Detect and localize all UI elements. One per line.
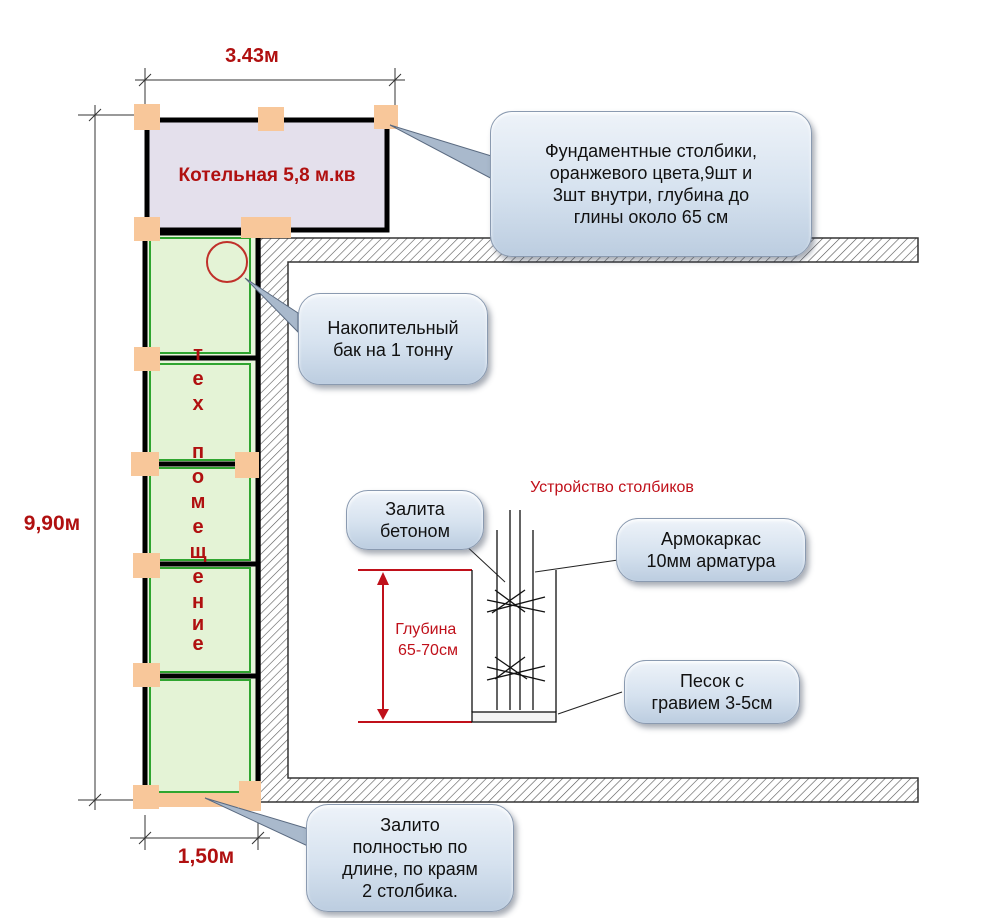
depth-label-line1: Глубина	[395, 621, 456, 638]
depth-label-line2: 65-70см	[398, 642, 458, 659]
tech-room-letter: х	[192, 393, 203, 415]
callout-filled-text: Залито полностью по длине, по краям 2 ст…	[342, 815, 478, 901]
callout-tank-text: Накопительный бак на 1 тонну	[327, 318, 459, 360]
pillar	[133, 785, 159, 809]
tech-room-letter: о	[192, 466, 204, 488]
house-wall	[259, 237, 919, 803]
pillar	[235, 452, 259, 478]
pillar	[239, 781, 261, 811]
tech-room-letter: м	[191, 491, 206, 513]
pillar	[134, 347, 160, 371]
depth-indicator	[358, 569, 472, 723]
tech-room-letter: е	[192, 516, 203, 538]
pillar	[131, 452, 159, 476]
callout-concrete: Залита бетоном	[346, 490, 484, 550]
pillar-detail-title: Устройство столбиков	[530, 479, 694, 496]
pillar	[258, 107, 284, 131]
dimension-top-label: 3.43м	[225, 45, 279, 67]
callout-sand-gravel: Песок с гравием 3-5см	[624, 660, 800, 724]
callout-fully-filled: Залито полностью по длине, по краям 2 ст…	[306, 804, 514, 912]
foundation-pillars	[131, 104, 398, 811]
pillar	[241, 217, 291, 238]
boiler-room-label: Котельная 5,8 м.кв	[179, 165, 356, 186]
tech-room-letter: т	[193, 343, 203, 365]
tech-room-letter: п	[192, 441, 204, 463]
pillar	[133, 663, 160, 687]
pillar-cross-section	[471, 510, 557, 723]
pillar	[374, 105, 398, 129]
callout-concrete-text: Залита бетоном	[380, 499, 450, 541]
dimension-height-label: 9,90м	[24, 512, 80, 535]
tech-room-letter: е	[192, 566, 203, 588]
callout-sand-text: Песок с гравием 3-5см	[651, 671, 773, 713]
dimension-top	[135, 68, 405, 118]
callout-foundation-pillars: Фундаментные столбики, оранжевого цвета,…	[490, 111, 812, 257]
pillar	[134, 217, 160, 241]
dimension-bottom-label: 1,50м	[178, 845, 234, 868]
tank-marker	[206, 241, 248, 283]
callout-rebar-text: Армокаркас 10мм арматура	[646, 529, 776, 571]
pillar	[134, 104, 160, 130]
callout-storage-tank: Накопительный бак на 1 тонну	[298, 293, 488, 385]
depth-label: Глубина 65-70см	[395, 621, 461, 659]
callout-pointers	[204, 124, 499, 849]
pillar	[133, 553, 160, 578]
tech-room-letter: н	[192, 591, 204, 613]
tech-room-letter: щ	[190, 541, 207, 563]
tech-room-letter: е	[192, 633, 203, 655]
callout-rebar-cage: Армокаркас 10мм арматура	[616, 518, 806, 582]
pillar-detail-pointers	[461, 541, 623, 715]
tech-room-letter: и	[192, 613, 204, 635]
callout-foundation-text: Фундаментные столбики, оранжевого цвета,…	[544, 141, 758, 227]
tech-room-letter: е	[192, 368, 203, 390]
